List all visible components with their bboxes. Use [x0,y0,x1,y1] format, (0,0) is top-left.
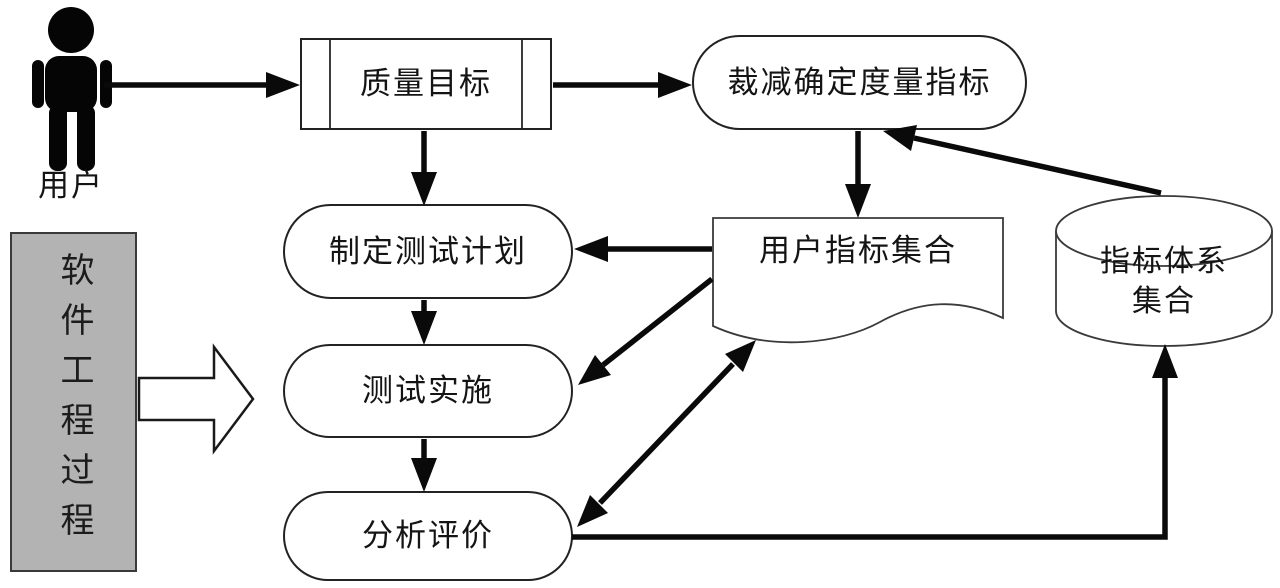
connector-test-plan-to-test-exec [411,300,437,345]
node-tailor-metrics-label: 裁减确定度量指标 [727,64,992,100]
node-sw-process: 软件工程过程 [10,232,137,572]
block-arrow-sw-process [137,343,255,455]
node-test-plan-label: 制定测试计划 [329,233,527,269]
predefined-process-left-bar [329,40,331,128]
node-quality-goal-label: 质量目标 [360,66,492,102]
node-user-metric-set-label: 用户指标集合 [759,232,957,268]
node-tailor-metrics: 裁减确定度量指标 [692,35,1027,130]
connector-user-to-quality-goal [104,72,300,98]
connector-user-metric-set-to-test-plan [574,236,712,262]
node-test-plan: 制定测试计划 [283,204,573,299]
connector-analysis-user-metric-set-double-arrow [577,340,756,527]
connector-tailor-metrics-to-user-metric-set [845,131,871,218]
connector-quality-goal-to-test-plan [411,131,437,206]
node-metric-system-set-label: 指标体系集合 [1100,245,1228,318]
predefined-process-right-bar [521,40,523,128]
connector-metric-system-set-to-tailor-metrics [883,125,1162,196]
node-sw-process-label: 软件工程过程 [55,252,92,552]
connector-quality-goal-to-tailor-metrics [553,72,692,98]
node-analysis: 分析评价 [283,491,573,581]
connector-test-exec-to-analysis [411,439,437,492]
connector-analysis-to-metric-system-set [572,344,1178,540]
node-quality-goal: 质量目标 [300,38,552,130]
connector-user-metric-set-to-test-exec [578,276,714,385]
person-icon [32,7,112,171]
node-user-label: 用户 [38,167,104,203]
node-test-exec: 测试实施 [283,344,573,438]
node-analysis-label: 分析评价 [362,518,494,554]
node-test-exec-label: 测试实施 [362,373,494,409]
